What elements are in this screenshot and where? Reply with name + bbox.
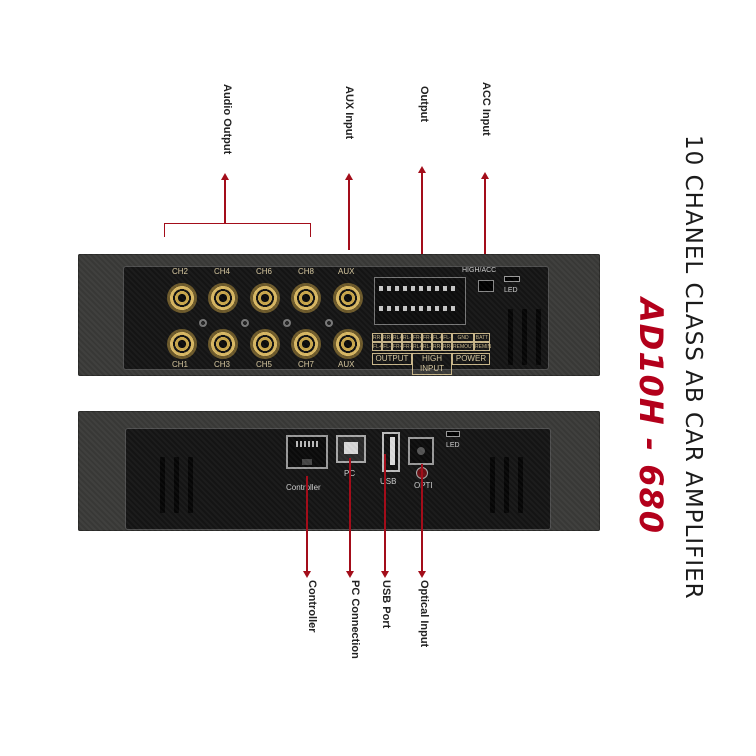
terminal-labels-bottom: FL+ FL- FR+ FR- RL+ RL- RR+ RR- REMOUT R… (372, 342, 492, 351)
section-power-label: POWER (452, 353, 490, 365)
rca-ch7[interactable] (291, 329, 321, 359)
rear-led-label: LED (446, 442, 460, 449)
rear-led-indicator (446, 431, 460, 437)
rca-ch6[interactable] (250, 283, 280, 313)
section-output-label: OUTPUT (372, 353, 412, 365)
rca-aux-top[interactable] (333, 283, 363, 313)
ch1-label: CH1 (172, 360, 189, 369)
screw (199, 319, 207, 327)
optical-port[interactable] (408, 437, 434, 465)
aux-bottom-label: AUX (338, 360, 355, 369)
led-label: LED (504, 287, 518, 294)
rca-ch5[interactable] (250, 329, 280, 359)
vent-slot (508, 309, 513, 365)
amplifier-rear-view: Controller PC USB OPTI LED (78, 411, 600, 531)
ch7-label: CH7 (298, 360, 315, 369)
rca-ch1[interactable] (167, 329, 197, 359)
vent-slot (522, 309, 527, 365)
ch2-label: CH2 (172, 267, 189, 276)
pc-port[interactable] (336, 435, 366, 463)
ch5-label: CH5 (256, 360, 273, 369)
rca-aux-bottom[interactable] (333, 329, 363, 359)
terminal-label: RL- (402, 333, 412, 342)
terminal-label: FL- (382, 342, 392, 351)
vent-slot (174, 457, 179, 513)
led-indicator (504, 276, 520, 282)
vent-slot (536, 309, 541, 365)
vent-slot (188, 457, 193, 513)
terminal-label: RR+ (432, 342, 444, 351)
high-acc-label: HIGH/ACC (462, 267, 497, 274)
vent-slot (518, 457, 523, 513)
terminal-label: FL+ (432, 333, 442, 342)
rca-ch8[interactable] (291, 283, 321, 313)
callout-acc-input: ACC Input (480, 82, 492, 136)
terminal-label: FL+ (372, 342, 382, 351)
callout-controller: Controller (306, 580, 318, 633)
rca-ch2[interactable] (167, 283, 197, 313)
callout-output: Output (418, 86, 430, 123)
terminal-label: RL+ (392, 333, 403, 342)
terminal-label: REMOUT (452, 342, 475, 351)
ch3-label: CH3 (214, 360, 231, 369)
terminal-label: FR+ (412, 333, 423, 342)
amplifier-front-view: CH2 CH4 CH6 CH8 AUX CH1 CH3 CH5 CH7 AUX (78, 254, 600, 376)
vent-slot (490, 457, 495, 513)
output-terminal-connector[interactable] (374, 277, 466, 325)
terminal-label: BATT (474, 333, 490, 342)
terminal-label: RR- (382, 333, 392, 342)
callout-audio-output: Audio Output (221, 84, 233, 155)
controller-port[interactable] (286, 435, 328, 469)
rear-panel: Controller PC USB OPTI LED (125, 428, 551, 530)
product-title: 10 CHANEL CLASS AB CAR AMPLIFIER (680, 135, 706, 600)
callout-pc-connection: PC Connection (349, 580, 361, 659)
vent-slot (160, 457, 165, 513)
model-number: AD10H - 680 (632, 298, 670, 534)
callout-optical-input: Optical Input (418, 580, 430, 648)
front-panel: CH2 CH4 CH6 CH8 AUX CH1 CH3 CH5 CH7 AUX (123, 266, 549, 375)
terminal-label: FL- (442, 333, 452, 342)
usb-port-label: USB (380, 477, 397, 486)
rca-ch4[interactable] (208, 283, 238, 313)
terminal-label: RL- (422, 342, 432, 351)
screw (325, 319, 333, 327)
terminal-label: RR+ (372, 333, 384, 342)
ch6-label: CH6 (256, 267, 273, 276)
rca-ch3[interactable] (208, 329, 238, 359)
terminal-label: RR- (442, 342, 452, 351)
terminal-label: RL+ (412, 342, 423, 351)
ch4-label: CH4 (214, 267, 231, 276)
screw (283, 319, 291, 327)
section-high-input-label: HIGH INPUT (412, 353, 452, 375)
optical-port-label: OPTI (414, 481, 433, 490)
terminal-labels-top: RR+ RR- RL+ RL- FR+ FR- FL+ FL- GND BATT (372, 333, 490, 342)
vent-slot (504, 457, 509, 513)
ch8-label: CH8 (298, 267, 315, 276)
callout-aux-input: AUX Input (343, 86, 355, 140)
terminal-label: GND (452, 333, 474, 342)
terminal-label: FR+ (392, 342, 403, 351)
terminal-label: FR- (402, 342, 412, 351)
high-acc-switch[interactable] (478, 280, 494, 292)
aux-top-label: AUX (338, 267, 355, 276)
controller-port-label: Controller (286, 483, 321, 492)
terminal-label: FR- (422, 333, 432, 342)
screw (241, 319, 249, 327)
terminal-label: REMIN (474, 342, 492, 351)
callout-usb-port: USB Port (380, 580, 392, 629)
